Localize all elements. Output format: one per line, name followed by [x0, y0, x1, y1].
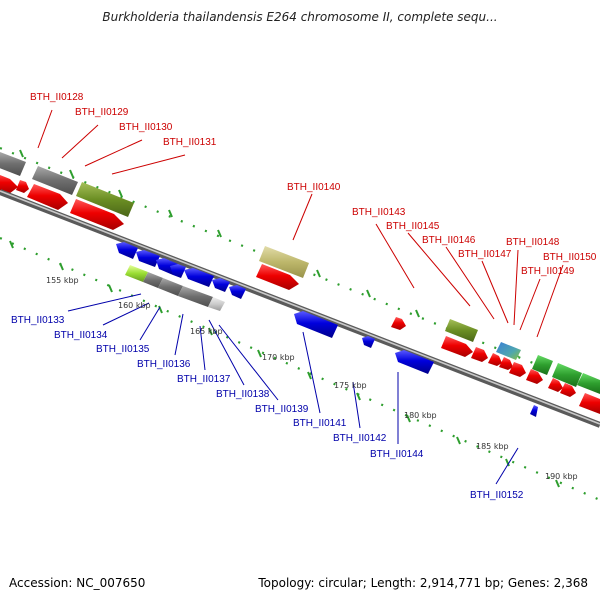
reverse-gene-arrow: [212, 278, 230, 292]
gene-label-bth-ii0140[interactable]: BTH_II0140: [287, 182, 341, 193]
gene-label-bth-ii0143[interactable]: BTH_II0143: [352, 207, 406, 218]
gene-label-bth-ii0129[interactable]: BTH_II0129: [75, 107, 129, 118]
gene-label-bth-ii0128[interactable]: BTH_II0128: [30, 92, 84, 103]
gene-label-bth-ii0147[interactable]: BTH_II0147: [458, 249, 512, 260]
lower-tick-row: [0, 236, 600, 502]
forward-gene-arrow: [526, 369, 543, 384]
topology-text: Topology: circular; Length: 2,914,771 bp…: [258, 576, 588, 590]
gene-label-bth-ii0134[interactable]: BTH_II0134: [54, 330, 108, 341]
scale-label: 160 kbp: [118, 301, 151, 310]
gene-label-bth-ii0136[interactable]: BTH_II0136: [137, 359, 191, 370]
scale-label: 185 kbp: [476, 442, 509, 451]
gene-label-bth-ii0141[interactable]: BTH_II0141: [293, 418, 347, 429]
forward-gene-arrow: [27, 184, 68, 210]
accession-text: Accession: NC_007650: [9, 576, 146, 590]
forward-gene-arrow: [488, 353, 502, 366]
gene-label-bth-ii0150[interactable]: BTH_II0150: [543, 252, 597, 263]
reverse-gene-labels: BTH_II0133 BTH_II0134 BTH_II0135 BTH_II0…: [11, 315, 524, 501]
feature-box-light: [208, 297, 225, 311]
gene-label-bth-ii0149[interactable]: BTH_II0149: [521, 266, 575, 277]
gene-label-bth-ii0130[interactable]: BTH_II0130: [119, 122, 173, 133]
gene-label-bth-ii0148[interactable]: BTH_II0148: [506, 237, 560, 248]
reverse-gene-arrow: [362, 336, 375, 348]
gene-label-bth-ii0142[interactable]: BTH_II0142: [333, 433, 387, 444]
gene-label-bth-ii0145[interactable]: BTH_II0145: [386, 221, 440, 232]
reverse-gene-arrow: [229, 285, 246, 299]
reverse-gene-row: [116, 242, 538, 417]
gene-label-bth-ii0139[interactable]: BTH_II0139: [255, 404, 309, 415]
reverse-callout-lines: [67, 293, 519, 485]
genome-backbone: [0, 189, 600, 428]
gene-label-bth-ii0144[interactable]: BTH_II0144: [370, 449, 424, 460]
reverse-gene-arrow: [116, 242, 138, 259]
forward-gene-arrow: [16, 180, 29, 193]
forward-gene-arrow: [391, 317, 406, 330]
forward-gene-arrow: [560, 383, 576, 397]
reverse-gene-arrow: [395, 350, 434, 374]
reverse-gene-arrow: [170, 264, 186, 278]
feature-box-lime: [125, 265, 148, 282]
feature-box-gray: [143, 272, 163, 288]
gene-label-bth-ii0131[interactable]: BTH_II0131: [163, 137, 217, 148]
scale-label: 180 kbp: [404, 411, 437, 420]
gene-label-bth-ii0138[interactable]: BTH_II0138: [216, 389, 270, 400]
forward-feature-row: [0, 152, 600, 394]
scale-label: 190 kbp: [545, 472, 578, 481]
feature-box-teal: [496, 342, 521, 360]
feature-box-gray: [158, 278, 183, 296]
feature-box-khaki: [259, 246, 309, 278]
feature-box-green-3: [577, 373, 600, 394]
scale-label: 165 kbp: [190, 327, 223, 336]
forward-gene-arrow: [70, 199, 124, 230]
gene-label-bth-ii0152[interactable]: BTH_II0152: [470, 490, 524, 501]
forward-gene-row: [0, 175, 600, 414]
gene-label-bth-ii0135[interactable]: BTH_II0135: [96, 344, 150, 355]
forward-callout-lines: [37, 109, 564, 338]
forward-gene-arrow: [548, 378, 563, 392]
forward-gene-labels: BTH_II0128 BTH_II0129 BTH_II0130 BTH_II0…: [30, 92, 597, 277]
feature-box-green-1: [532, 355, 553, 375]
feature-box-olive-right: [445, 319, 478, 342]
forward-gene-arrow: [579, 393, 600, 414]
forward-gene-arrow: [499, 357, 513, 370]
forward-gene-arrow: [441, 336, 473, 357]
scale-labels: 155 kbp 160 kbp 165 kbp 170 kbp 175 kbp …: [46, 276, 578, 481]
map-title: Burkholderia thailandensis E264 chromoso…: [102, 10, 498, 24]
scale-label: 155 kbp: [46, 276, 79, 285]
forward-gene-arrow: [509, 362, 526, 377]
forward-gene-arrow: [256, 264, 299, 290]
gene-label-bth-ii0133[interactable]: BTH_II0133: [11, 315, 65, 326]
reverse-gene-arrow: [184, 268, 214, 287]
feature-box-gray: [32, 166, 78, 195]
feature-box-olive: [76, 182, 134, 217]
feature-box-gray: [178, 286, 213, 307]
reverse-gene-arrow: [294, 311, 338, 338]
reverse-gene-arrow: [530, 405, 538, 417]
feature-box-gray-left: [0, 152, 26, 176]
feature-box-green-2: [552, 363, 582, 387]
scale-label: 170 kbp: [262, 353, 295, 362]
gene-label-bth-ii0137[interactable]: BTH_II0137: [177, 374, 231, 385]
forward-gene-arrow: [0, 175, 18, 194]
forward-gene-arrow: [471, 347, 488, 362]
reverse-gene-arrow: [136, 250, 160, 267]
gene-label-bth-ii0146[interactable]: BTH_II0146: [422, 235, 476, 246]
reverse-feature-row: [125, 265, 225, 311]
scale-label: 175 kbp: [334, 381, 367, 390]
